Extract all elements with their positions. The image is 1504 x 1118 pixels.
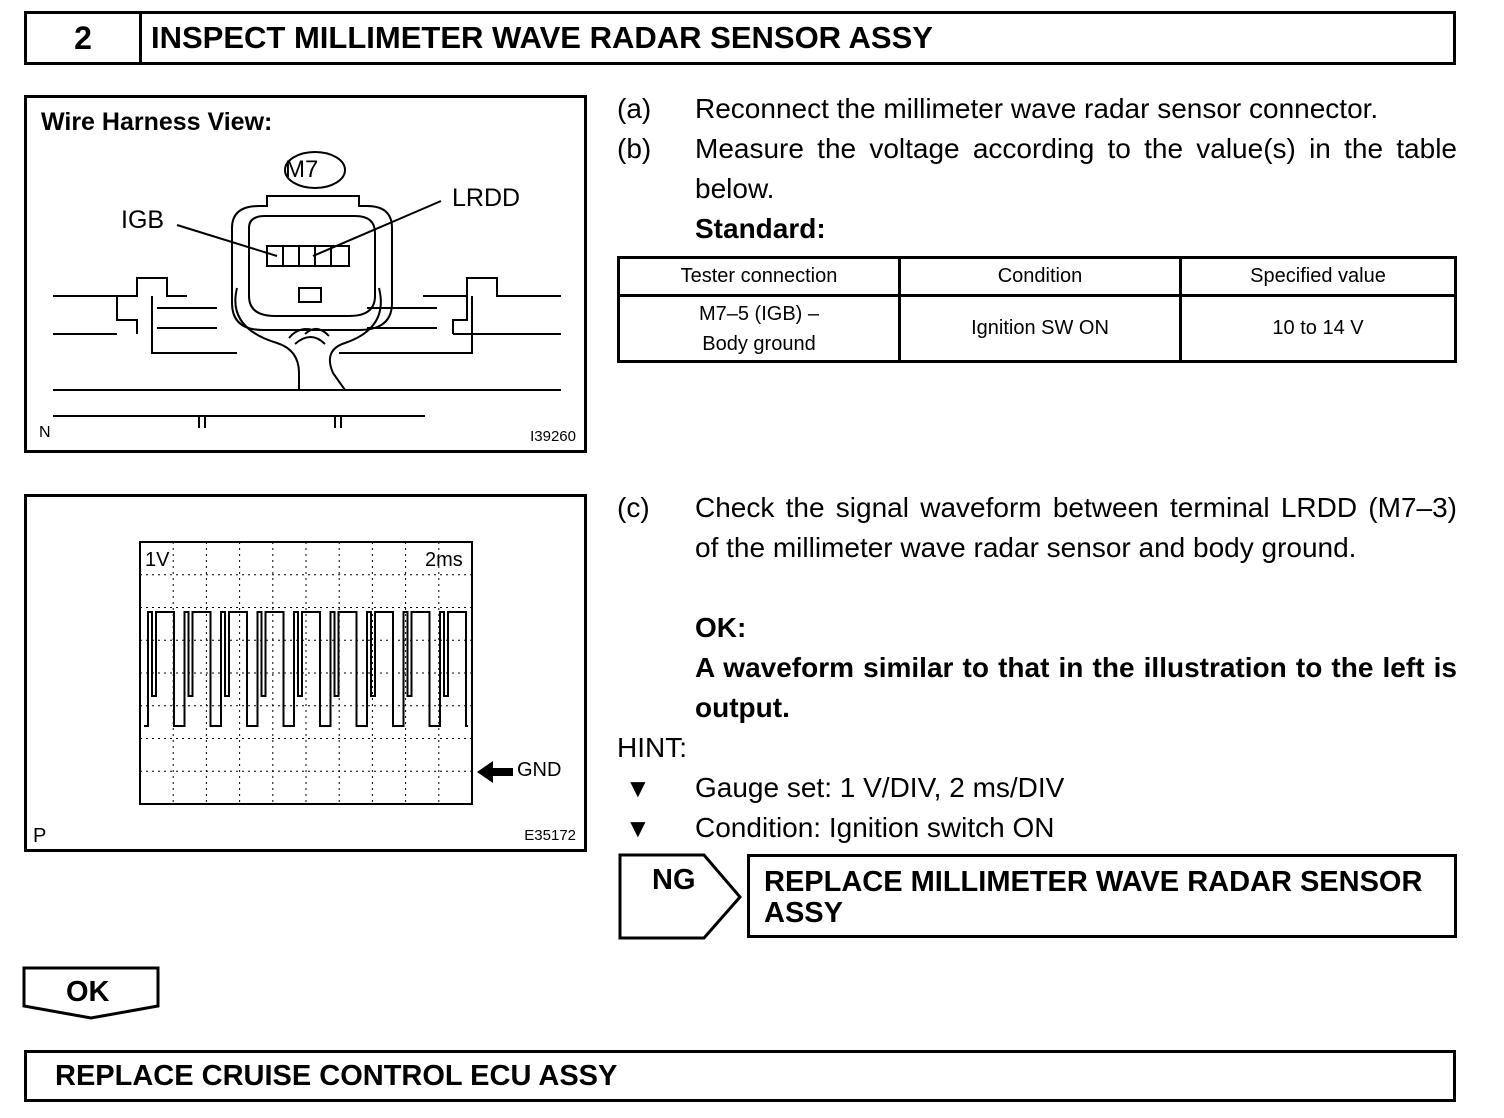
ng-action-line2: ASSY: [764, 897, 843, 929]
connector-illustration: [53, 151, 561, 428]
header-specified-value: Specified value: [1179, 256, 1457, 297]
step-number: 2: [27, 14, 142, 62]
gnd-arrow-icon: [477, 761, 513, 783]
time-per-div-label: 2ms: [425, 549, 463, 571]
figure-id: I39260: [530, 428, 576, 445]
hint-item: Condition: Ignition switch ON: [695, 812, 1055, 843]
step-title: INSPECT MILLIMETER WAVE RADAR SENSOR ASS…: [151, 20, 933, 55]
standard-label: Standard:: [695, 213, 826, 244]
connector-code-label: M7: [285, 156, 319, 183]
ok-action-text: REPLACE CRUISE CONTROL ECU ASSY: [55, 1059, 618, 1092]
instruction-b-letter: (b): [617, 133, 652, 164]
cell-specified-value: 10 to 14 V: [1179, 294, 1457, 363]
instruction-a-letter: (a): [617, 93, 652, 124]
ok-criteria-label: OK:: [695, 612, 747, 643]
cell-connection-line1: M7–5 (IGB) –: [698, 302, 820, 325]
signal-waveform: [144, 611, 468, 727]
ok-action-box: REPLACE CRUISE CONTROL ECU ASSY: [24, 1050, 1456, 1102]
hint-item: Gauge set: 1 V/DIV, 2 ms/DIV: [695, 772, 1065, 803]
oscilloscope-graph: [139, 541, 513, 805]
step-header: 2 INSPECT MILLIMETER WAVE RADAR SENSOR A…: [24, 11, 1456, 65]
lrdd-label: LRDD: [452, 184, 521, 212]
instruction-c: (c) Check the signal waveform between te…: [617, 488, 1457, 608]
ng-action-text: REPLACE MILLIMETER WAVE RADAR SENSOR ASS…: [764, 867, 1422, 929]
gnd-label: GND: [517, 759, 562, 781]
ng-arrow-icon: [618, 853, 742, 940]
figure-id: E35172: [524, 827, 576, 844]
bullet-icon: ▼: [625, 773, 651, 803]
bullet-icon: ▼: [625, 813, 651, 843]
igb-label: IGB: [121, 206, 165, 234]
figure-corner-code: N: [39, 424, 51, 441]
waveform-figure: 1V 2ms GND P E35172: [24, 494, 587, 852]
ng-action-box: REPLACE MILLIMETER WAVE RADAR SENSOR ASS…: [747, 854, 1457, 938]
volts-per-div-label: 1V: [145, 549, 170, 571]
figure-title: Wire Harness View:: [41, 108, 273, 136]
instruction-c-text: Check the signal waveform between termin…: [695, 492, 1457, 563]
ok-label: OK: [66, 976, 110, 1008]
instruction-a-text: Reconnect the millimeter wave radar sens…: [695, 93, 1379, 124]
cell-condition: Ignition SW ON: [898, 294, 1182, 363]
header-tester-connection: Tester connection: [617, 256, 901, 297]
ok-criteria-text: A waveform similar to that in the illust…: [695, 652, 1457, 723]
figure-corner-code: P: [33, 825, 47, 847]
ng-label: NG: [652, 864, 696, 896]
hint-label: HINT:: [617, 732, 687, 763]
cell-tester-connection: M7–5 (IGB) – Body ground: [617, 294, 901, 363]
instruction-b: (b) Measure the voltage according to the…: [617, 129, 1457, 209]
instruction-c-letter: (c): [617, 492, 650, 523]
spec-table: Tester connection Condition Specified va…: [617, 256, 1457, 363]
ok-arrow-icon: [22, 966, 160, 1020]
ng-action-line1: REPLACE MILLIMETER WAVE RADAR SENSOR: [764, 866, 1423, 898]
wire-harness-figure: Wire Harness View:: [24, 95, 587, 453]
header-condition: Condition: [898, 256, 1182, 297]
table-row: M7–5 (IGB) – Body ground Ignition SW ON …: [617, 294, 1457, 363]
cell-connection-line2: Body ground: [702, 332, 816, 355]
instruction-a: (a) Reconnect the millimeter wave radar …: [617, 89, 1457, 129]
instruction-b-text: Measure the voltage according to the val…: [695, 133, 1457, 204]
